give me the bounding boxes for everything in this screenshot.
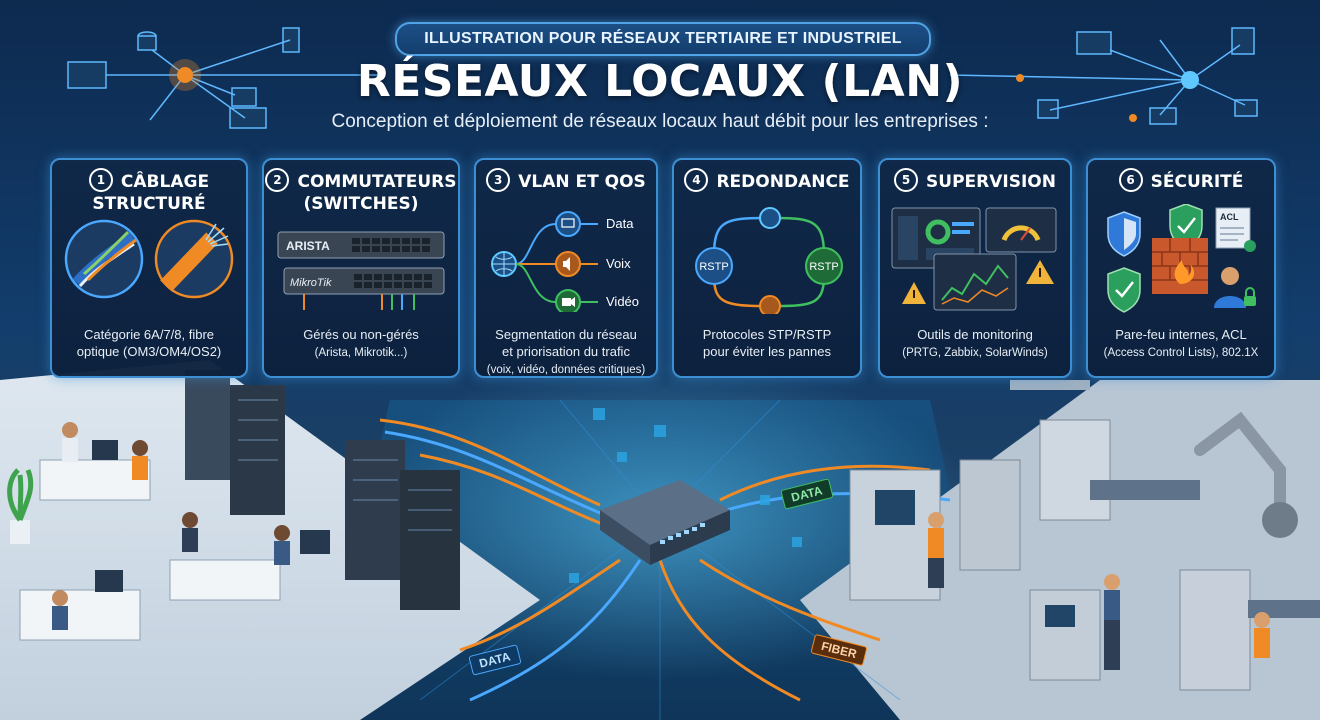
svg-text:ACL: ACL [1220,212,1239,222]
gauge-icon [1001,225,1041,242]
vlan-label-data: Data [606,216,634,231]
panel-number: 1 [88,168,113,192]
panel-number: 5 [894,168,919,192]
panel-description: Outils de monitoring(PRTG, Zabbix, Solar… [902,327,1048,359]
central-switch [600,480,730,565]
panel-description: Pare-feu internes, ACL(Access Control Li… [1103,327,1259,359]
panel-description: Gérés ou non-gérés(Arista, Mikrotik...) [303,327,419,359]
security-icons: ACL [1107,204,1256,313]
plant-icon [7,468,34,544]
data-nodes [569,408,802,583]
top-right-devices [949,27,1258,125]
brand-mikrotik: MikroTik [290,277,332,289]
switch-node-icon [759,207,781,229]
cable-icons [64,219,234,299]
panel-number: 6 [1118,168,1143,192]
firewall-icon [1152,238,1208,294]
top-left-devices [67,27,380,129]
office-desks [19,459,281,641]
switch-node-icon [759,295,781,314]
server-racks [185,370,460,610]
panel-number: 2 [265,168,290,192]
vlan-label-video: Vidéo [606,294,639,309]
rstp-node-left [695,247,733,285]
switch-icons: ARISTA MikroTik [277,231,445,310]
user-icon [1221,267,1239,285]
factory-workers [928,512,1270,670]
rstp-node-right [805,247,843,285]
robot-arm-icon [1194,411,1286,526]
top-badge: ILLUSTRATION POUR RÉSEAUX TERTIAIRE ET I… [395,22,931,56]
vlan-label-voix: Voix [606,256,631,271]
shield-check-icon [1107,267,1141,313]
office-monitors [92,440,330,592]
svg-text:RSTP: RSTP [699,261,728,273]
panel-number: 3 [486,168,511,192]
panel-number: 4 [684,168,709,192]
svg-text:RSTP: RSTP [809,261,838,273]
brand-arista: ARISTA [286,239,330,253]
lock-icon [1244,296,1256,306]
page-subtitle: Conception et déploiement de réseaux loc… [331,111,989,132]
monitoring-dashboards [891,207,1057,311]
page-title: RÉSEAUX LOCAUX (LAN) [356,56,964,107]
office-workers [52,422,290,630]
vlan-diagram: Data Voix Vidéo [491,211,639,312]
redundancy-diagram: RSTP RSTP [695,207,843,314]
monitor-icon [555,211,581,237]
